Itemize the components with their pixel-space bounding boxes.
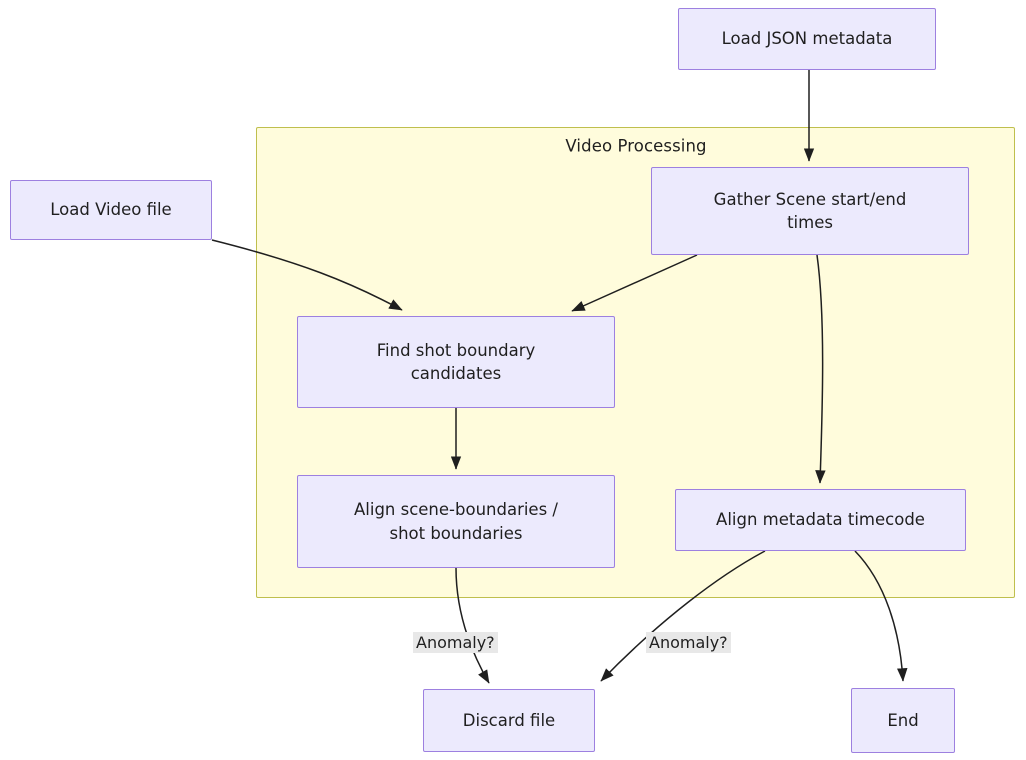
edge-align_scene-to-discard (455, 567, 490, 684)
node-align_meta[interactable]: Align metadata timecode (675, 489, 966, 551)
edge-label-e6: Anomaly? (413, 632, 498, 654)
node-label: End (887, 710, 919, 730)
subgraph-label: Video Processing (565, 136, 707, 156)
node-label: Align metadata timecode (716, 510, 925, 530)
node-label: Align scene-boundaries /shot boundaries (353, 500, 558, 543)
node-label: Load Video file (50, 200, 172, 220)
edge-align_meta-to-discard (600, 550, 766, 682)
node-end[interactable]: End (851, 688, 955, 753)
node-align_scene[interactable]: Align scene-boundaries /shot boundaries (297, 475, 615, 568)
node-label: Load JSON metadata (721, 29, 893, 49)
node-load_video[interactable]: Load Video file (10, 180, 212, 240)
edge-label-e7: Anomaly? (646, 632, 731, 654)
edge-align_meta-to-end (854, 550, 908, 682)
node-label: Discard file (462, 710, 556, 730)
edge-load_video-to-find_shot (211, 239, 403, 311)
node-discard[interactable]: Discard file (423, 689, 595, 752)
edge-gather_scene-to-find_shot (571, 254, 698, 312)
node-load_json[interactable]: Load JSON metadata (678, 8, 936, 70)
edge-gather_scene-to-align_meta (815, 254, 826, 484)
